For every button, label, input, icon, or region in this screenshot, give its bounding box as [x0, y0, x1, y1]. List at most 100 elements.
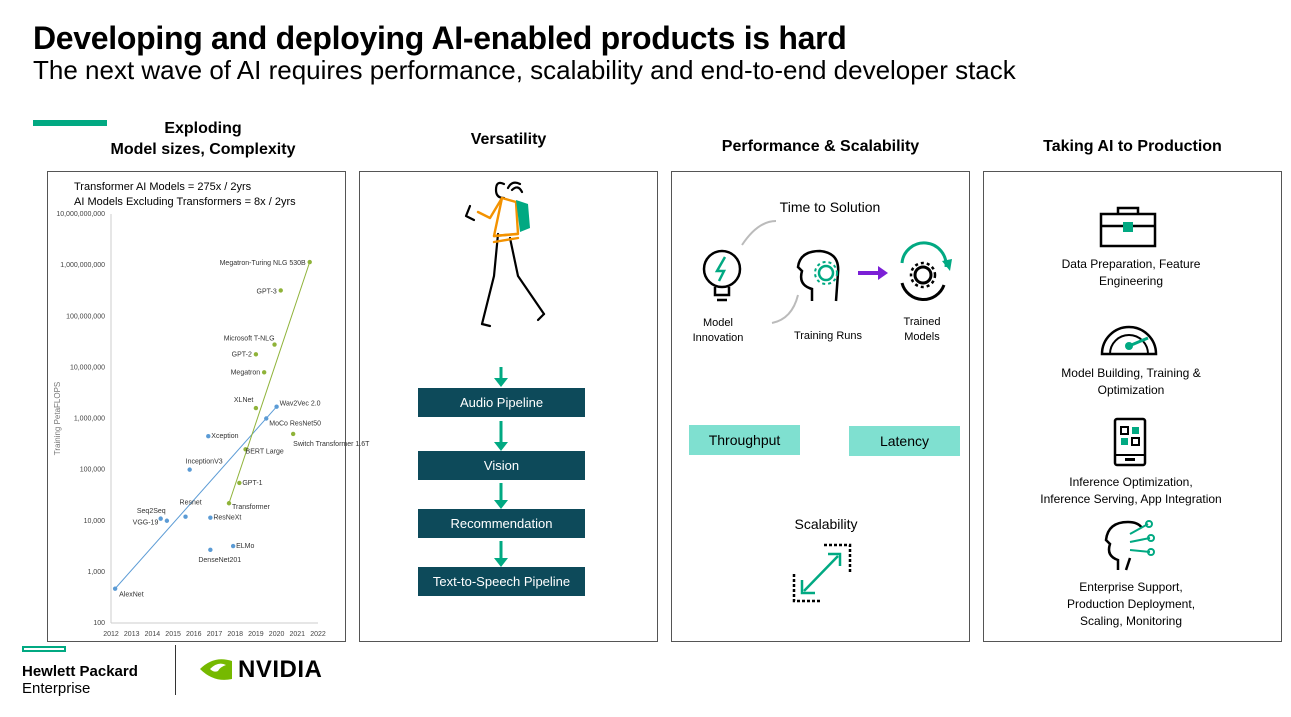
y-tick-label: 10,000 — [84, 518, 106, 525]
pipeline-step-audio: Audio Pipeline — [418, 388, 585, 417]
pipeline-step-recommendation: Recommendation — [418, 509, 585, 538]
data-point — [187, 467, 192, 472]
hpe-logo-mark — [22, 646, 66, 652]
production-item-data-prep: Data Preparation, Feature Engineering — [1006, 256, 1256, 290]
production-item-model-building: Model Building, Training & Optimization — [1006, 365, 1256, 399]
data-point — [307, 259, 312, 265]
panel-production — [983, 171, 1282, 642]
production-item-line: Engineering — [1098, 274, 1164, 288]
scalability-label: Scalability — [794, 516, 858, 532]
data-label: Seq2Seq — [137, 508, 166, 515]
model-innovation-line: Innovation — [692, 332, 744, 344]
data-point — [158, 516, 163, 521]
column-heading-line: Model sizes, Complexity — [110, 141, 296, 158]
data-label: Xception — [211, 433, 238, 440]
data-point — [253, 352, 259, 357]
trained-models-line: Models — [904, 331, 940, 343]
trained-models-label: Trained Models — [884, 315, 960, 345]
data-label: DenseNet201 — [198, 557, 241, 564]
data-point — [164, 518, 170, 523]
data-label: BERT Large — [246, 448, 284, 455]
trained-models-line: Trained — [903, 316, 941, 328]
y-tick-label: 1,000 — [87, 569, 105, 576]
trend-line — [228, 261, 311, 504]
training-runs-label: Training Runs — [793, 330, 863, 342]
production-item-line: Production Deployment, — [1066, 597, 1196, 611]
pipeline-step-tts: Text-to-Speech Pipeline — [418, 567, 585, 596]
y-axis-label: Training PetaFLOPS — [53, 382, 62, 456]
data-point — [274, 404, 279, 409]
latency-tag: Latency — [849, 426, 960, 456]
x-tick-label: 2019 — [248, 631, 264, 638]
data-point — [208, 547, 213, 553]
chart-notes: Transformer AI Models = 275x / 2yrs AI M… — [74, 180, 296, 210]
page-title: Developing and deploying AI-enabled prod… — [33, 20, 847, 56]
data-point — [253, 405, 259, 411]
data-point — [230, 543, 236, 549]
model-innovation-label: Model Innovation — [680, 316, 756, 346]
production-item-line: Inference Serving, App Integration — [1040, 492, 1222, 506]
production-item-line: Optimization — [1097, 383, 1165, 397]
x-tick-label: 2013 — [124, 631, 140, 638]
nvidia-logo: NVIDIA — [238, 656, 323, 683]
y-tick-label: 100,000,000 — [66, 313, 105, 320]
data-label: Megatron-Turing NLG 530B — [220, 260, 306, 267]
time-to-solution-diagram — [702, 220, 952, 324]
data-label: Transformer — [232, 504, 271, 511]
throughput-tag: Throughput — [689, 425, 800, 455]
accent-bar — [33, 120, 107, 126]
gauge-icon — [1100, 325, 1158, 356]
data-label: AlexNet — [119, 592, 144, 599]
data-label: GPT-1 — [242, 480, 262, 487]
y-tick-label: 10,000,000,000 — [56, 211, 105, 218]
production-item-enterprise: Enterprise Support, Production Deploymen… — [1006, 579, 1256, 630]
x-tick-label: 2012 — [103, 631, 119, 638]
x-tick-label: 2016 — [186, 631, 202, 638]
data-point — [208, 515, 213, 520]
data-label: ResNeXt — [213, 515, 241, 522]
hpe-logo-line: Hewlett Packard — [22, 663, 138, 680]
data-label: Microsoft T-NLG — [224, 336, 275, 343]
data-point — [183, 514, 188, 519]
y-tick-label: 1,000,000,000 — [60, 262, 105, 269]
data-label: Switch Transformer 1.6T — [293, 441, 370, 448]
chart-note-transformer: Transformer AI Models = 275x / 2yrs — [74, 181, 252, 193]
x-tick-label: 2021 — [290, 631, 306, 638]
data-label: Megatron — [231, 369, 261, 376]
toolbox-icon — [1099, 206, 1157, 248]
data-label: VGG-19 — [133, 520, 159, 527]
data-label: InceptionV3 — [186, 459, 223, 466]
scale-expand-icon — [792, 543, 852, 603]
panel-performance — [671, 171, 970, 642]
arrow-right-icon — [858, 266, 888, 280]
column-heading-performance: Performance & Scalability — [721, 138, 920, 155]
cycle-gear-icon — [900, 241, 952, 302]
panel-model-sizes — [47, 171, 346, 642]
walking-person-illustration — [464, 181, 546, 328]
page-subtitle: The next wave of AI requires performance… — [33, 55, 1016, 85]
chart-note-excluding: AI Models Excluding Transformers = 8x / … — [74, 196, 296, 208]
lightbulb-icon — [702, 249, 742, 302]
production-item-line: Inference Optimization, — [1069, 475, 1193, 489]
y-tick-label: 100 — [93, 620, 105, 627]
pipeline-step-vision: Vision — [418, 451, 585, 480]
data-label: Wav2Vec 2.0 — [280, 401, 321, 408]
data-label: GPT-2 — [232, 351, 252, 358]
model-innovation-line: Model — [703, 317, 733, 329]
head-gear-icon — [796, 249, 840, 302]
y-tick-label: 1,000,000 — [74, 416, 105, 423]
data-label: Resnet — [180, 500, 202, 507]
data-point — [226, 501, 232, 506]
production-item-line: Scaling, Monitoring — [1079, 614, 1183, 628]
data-point — [290, 431, 296, 437]
y-tick-label: 10,000,000 — [70, 364, 105, 371]
data-point — [264, 416, 269, 421]
ai-head-network-icon — [1104, 520, 1155, 571]
data-point — [272, 342, 277, 347]
x-tick-label: 2018 — [227, 631, 243, 638]
x-tick-label: 2022 — [310, 631, 326, 638]
hpe-logo-line: Enterprise — [22, 680, 91, 697]
data-point — [112, 586, 118, 591]
data-label: ELMo — [236, 543, 254, 550]
trend-line — [114, 406, 277, 589]
